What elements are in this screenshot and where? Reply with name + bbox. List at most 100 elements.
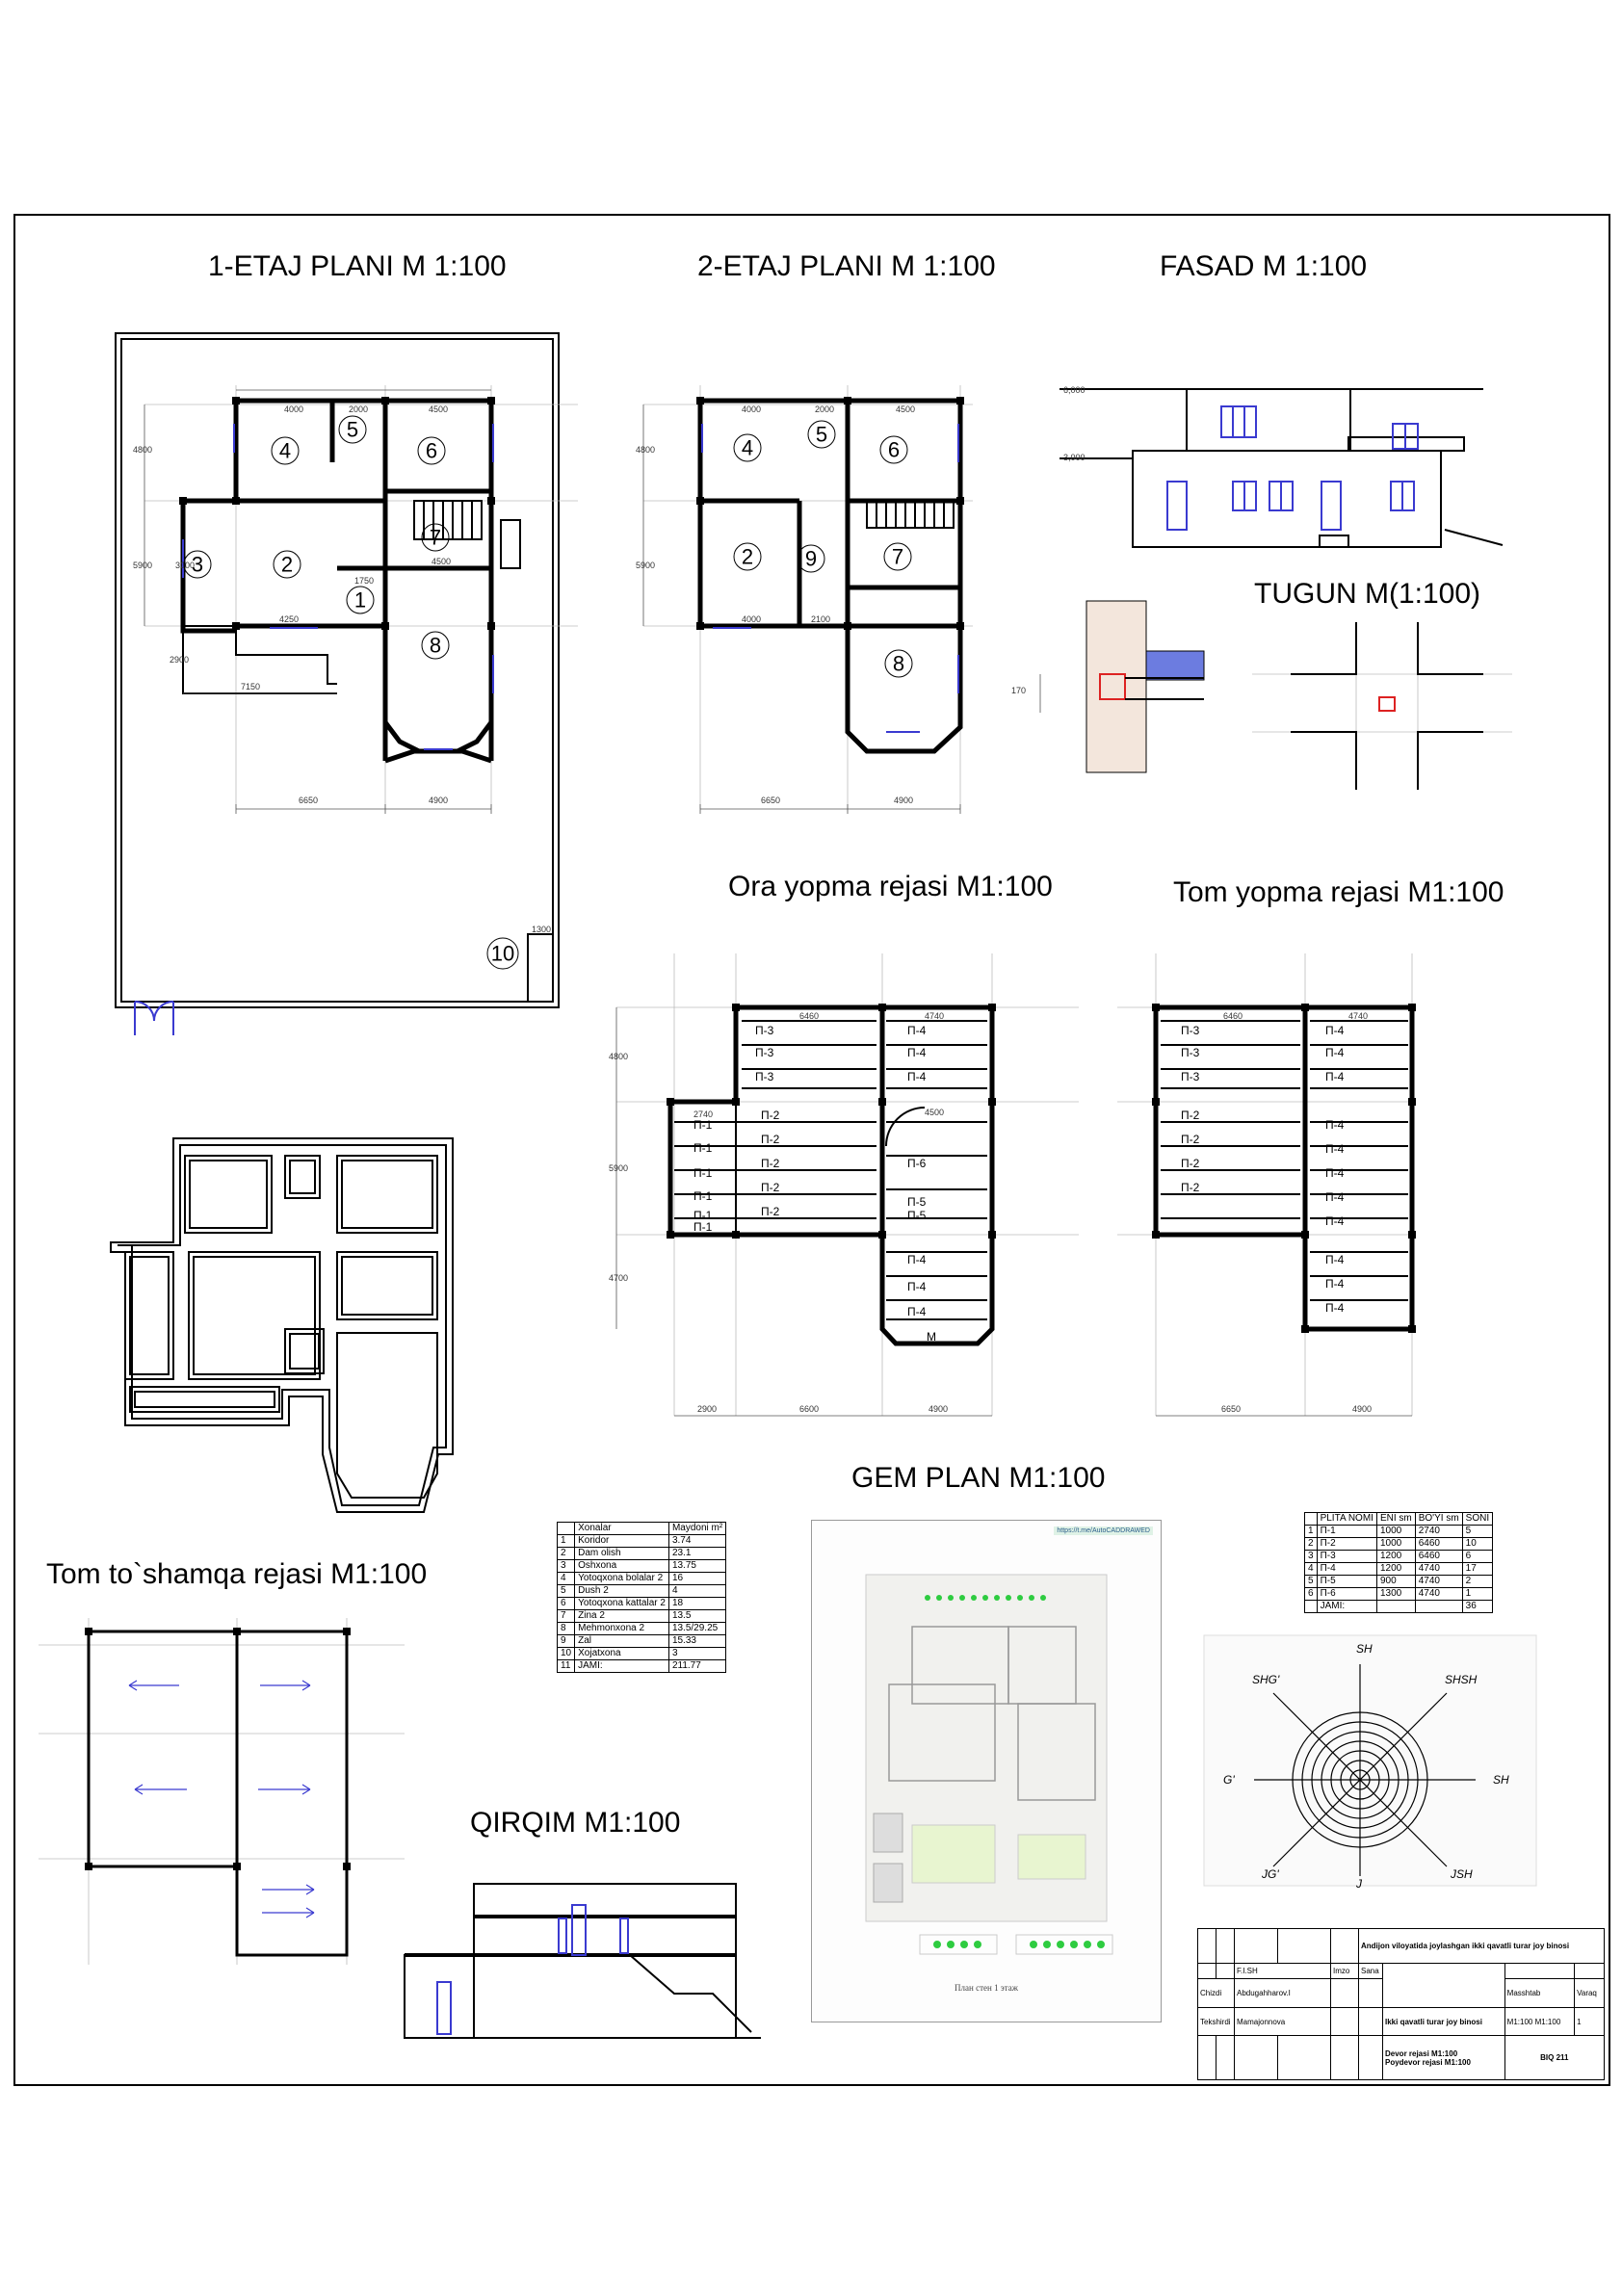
plan1-room-2: 2 — [281, 553, 293, 577]
ora-dim-4700: 4700 — [609, 1273, 628, 1283]
plan1-room-4: 4 — [279, 439, 291, 463]
plan1-dim-4500: 4500 — [429, 404, 448, 414]
qirqim-title: QIRQIM M1:100 — [470, 1807, 681, 1839]
plan2-dim-4900: 4900 — [894, 796, 913, 805]
varaq-value: 1 — [1574, 2006, 1605, 2037]
plan1-title: 1-ETAJ PLANI M 1:100 — [208, 250, 507, 282]
chizdi-label: Chizdi — [1197, 1978, 1235, 2008]
fish-label: F.I.SH — [1234, 1963, 1331, 1980]
plan1-room-8: 8 — [430, 634, 441, 658]
ora-slab: П-2 — [761, 1205, 780, 1218]
plan1-room-6: 6 — [426, 439, 437, 463]
ora-slab: П-4 — [907, 1024, 927, 1037]
plan2-room-9: 9 — [805, 547, 817, 571]
title-block: Andijon viloyatida joylashgan ikki qavat… — [1197, 1927, 1606, 2080]
plan1-room-3: 3 — [192, 553, 203, 577]
ora-dim-4500: 4500 — [925, 1108, 944, 1117]
plan1-dim-2000: 2000 — [349, 404, 368, 414]
ora-slab: П-4 — [907, 1070, 927, 1083]
ora-slab: П-2 — [761, 1109, 780, 1122]
ora-slab: П-1 — [693, 1189, 713, 1203]
ora-dim-6600: 6600 — [799, 1404, 819, 1414]
ora-slab: П-5 — [907, 1209, 927, 1222]
tom-dim-6460: 6460 — [1223, 1011, 1243, 1021]
ora-dim-4800: 4800 — [609, 1052, 628, 1061]
ora-slab: П-2 — [761, 1181, 780, 1194]
gem-link: https://t.me/AutoCADDRAWED — [1054, 1526, 1153, 1535]
toshamqa-title: Tom to`shamqa rejasi M1:100 — [46, 1558, 428, 1590]
sana-label: Sana — [1358, 1963, 1383, 1980]
tom-slab: П-4 — [1325, 1190, 1345, 1204]
plan2-room-6: 6 — [888, 438, 900, 462]
ora-dim-2740: 2740 — [693, 1109, 713, 1119]
group-code: BIQ 211 — [1504, 2035, 1606, 2080]
plan2-dim-2000: 2000 — [815, 404, 834, 414]
masshtab-label: Masshtab — [1504, 1978, 1576, 2008]
gem-title: GEM PLAN M1:100 — [851, 1462, 1106, 1494]
ora-slab: П-4 — [907, 1253, 927, 1266]
plan1-dim-4800: 4800 — [133, 445, 152, 455]
plan1-dim-1750: 1750 — [354, 576, 374, 586]
ora-dim-5900: 5900 — [609, 1163, 628, 1173]
ora-slab: П-4 — [907, 1305, 927, 1318]
tom-slab: П-4 — [1325, 1277, 1345, 1291]
compass-ne: SHSH — [1445, 1673, 1478, 1686]
ora-slab: П-4 — [907, 1046, 927, 1059]
plan2-room-4: 4 — [742, 436, 753, 460]
tom-slab: П-3 — [1181, 1070, 1200, 1083]
compass-west: G' — [1223, 1773, 1235, 1787]
plan2-dim-4800: 4800 — [636, 445, 655, 455]
tom-slab: П-4 — [1325, 1166, 1345, 1180]
plan1-room-7: 7 — [430, 526, 441, 550]
plan2-room-8: 8 — [893, 652, 904, 676]
ora-dim-2900: 2900 — [697, 1404, 717, 1414]
plan2-title: 2-ETAJ PLANI M 1:100 — [697, 250, 996, 282]
plan2-dim-5900: 5900 — [636, 561, 655, 570]
plan1-dim-4000: 4000 — [284, 404, 303, 414]
tom-slab: П-4 — [1325, 1253, 1345, 1266]
varaq-label: Varaq — [1574, 1978, 1605, 2008]
plan1-dim-2900: 2900 — [170, 655, 189, 665]
plan1-room-1: 1 — [354, 588, 366, 613]
ora-slab: П-2 — [761, 1157, 780, 1170]
tom-slab: П-4 — [1325, 1301, 1345, 1315]
plan1-dim-3000: 3000 — [175, 561, 195, 570]
ora-slab: П-1 — [693, 1209, 713, 1222]
plan2-dim-4000: 4000 — [742, 404, 761, 414]
ora-slab: П-4 — [907, 1280, 927, 1293]
ora-stair-mark: M — [927, 1330, 936, 1344]
compass-sw: JG' — [1261, 1867, 1279, 1881]
ora-slab: П-6 — [907, 1157, 927, 1170]
plan1-dim-7150: 7150 — [241, 682, 260, 691]
tom-slab: П-4 — [1325, 1024, 1345, 1037]
plan1-dim-6650: 6650 — [299, 796, 318, 805]
plan1-dim-5900: 5900 — [133, 561, 152, 570]
project-name: Andijon viloyatida joylashgan ikki qavat… — [1358, 1927, 1605, 1965]
tugun-title: TUGUN M(1:100) — [1254, 578, 1481, 610]
ora-dim-4740: 4740 — [925, 1011, 944, 1021]
scale-value: M1:100 M1:100 — [1504, 2006, 1576, 2037]
plan1-room-10: 10 — [491, 942, 514, 966]
tom-title: Tom yopma rejasi M1:100 — [1173, 876, 1504, 908]
ora-dim-4900: 4900 — [929, 1404, 948, 1414]
ora-slab: П-3 — [755, 1070, 774, 1083]
ora-title: Ora yopma rejasi M1:100 — [728, 871, 1053, 902]
